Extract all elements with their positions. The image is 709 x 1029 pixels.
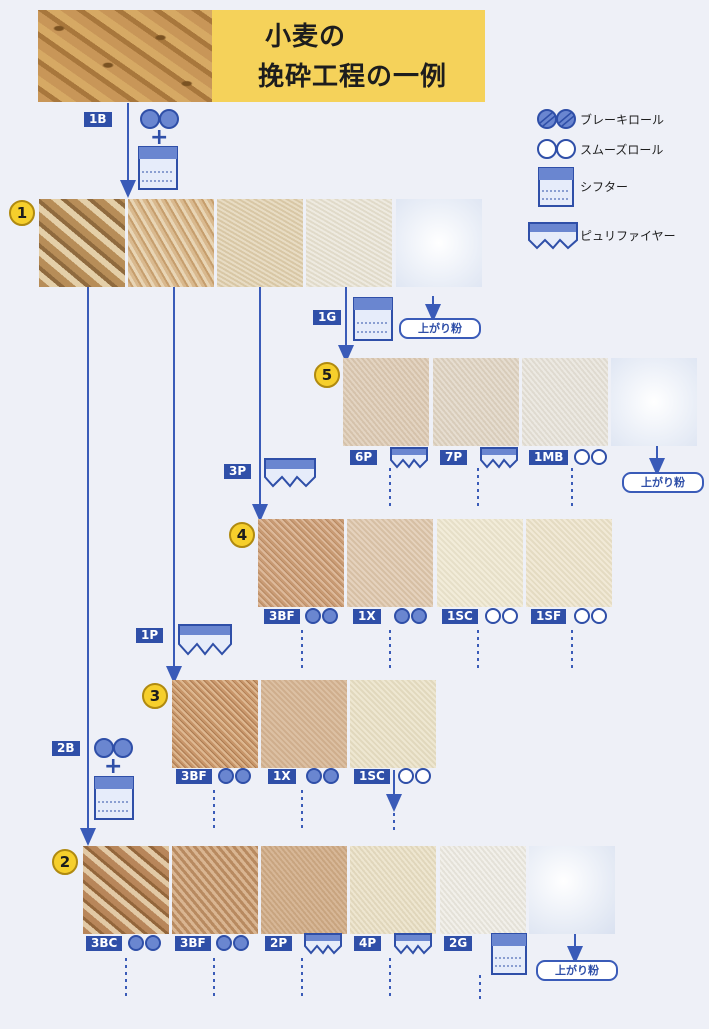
break-roll-icon <box>306 768 339 784</box>
stream-label-3BF: 3BF <box>175 936 211 951</box>
stage5-sample-1 <box>343 358 429 446</box>
stream-label-3P: 3P <box>224 464 252 479</box>
stream-label-1X: 1X <box>353 609 381 624</box>
stream-label-1SF: 1SF <box>531 609 567 624</box>
stage3-sample-3 <box>350 680 436 768</box>
smooth-roll-icon <box>574 449 607 465</box>
stage4-sample-3 <box>437 519 523 607</box>
purifier-icon <box>528 222 578 250</box>
stage1-sample-5 <box>396 199 482 287</box>
stream-label-3BF: 3BF <box>264 609 300 624</box>
stage-number-4: 4 <box>229 522 255 548</box>
stream-label-1SC: 1SC <box>442 609 478 624</box>
finished-flour-badge: 上がり粉 <box>622 472 704 493</box>
break-roll-icon <box>537 109 576 129</box>
plus-sign: + <box>104 754 123 779</box>
legend-sifter: シフター <box>580 180 629 194</box>
smooth-roll-icon <box>537 139 576 159</box>
stream-label-1X: 1X <box>268 769 296 784</box>
finished-flour-badge: 上がり粉 <box>399 318 481 339</box>
stream-label-7P: 7P <box>440 450 468 465</box>
sifter-icon <box>138 146 178 190</box>
break-roll-icon <box>218 768 251 784</box>
stage5-sample-3 <box>522 358 608 446</box>
break-roll-icon <box>394 608 427 624</box>
stream-label-3BC: 3BC <box>86 936 123 951</box>
purifier-icon <box>480 447 518 469</box>
stage-number-3: 3 <box>142 683 168 709</box>
title-banner <box>212 10 485 102</box>
break-roll-icon <box>140 109 179 129</box>
stream-label-2P: 2P <box>265 936 293 951</box>
stage3-sample-2 <box>261 680 347 768</box>
purifier-icon <box>390 447 428 469</box>
stage3-sample-1 <box>172 680 258 768</box>
stream-label-1MB: 1MB <box>529 450 569 465</box>
stream-label-4P: 4P <box>354 936 382 951</box>
stage1-sample-2 <box>128 199 214 287</box>
purifier-icon <box>264 458 316 488</box>
stream-label-1B: 1B <box>84 112 112 127</box>
title-line-1: 小麦の <box>265 22 347 52</box>
break-roll-icon <box>94 738 133 758</box>
break-roll-icon <box>305 608 338 624</box>
legend-break-roll: ブレーキロール <box>580 113 665 127</box>
stage2-sample-6 <box>529 846 615 934</box>
smooth-roll-icon <box>398 768 431 784</box>
stage1-sample-3 <box>217 199 303 287</box>
stage2-sample-4 <box>350 846 436 934</box>
sifter-icon <box>353 297 393 341</box>
stage5-sample-2 <box>433 358 519 446</box>
stream-label-1G: 1G <box>313 310 342 325</box>
stage4-sample-2 <box>347 519 433 607</box>
sifter-icon <box>538 167 574 207</box>
legend-smooth-roll: スムーズロール <box>580 143 664 157</box>
stream-label-2B: 2B <box>52 741 80 756</box>
sifter-icon <box>491 933 527 975</box>
stage-number-2: 2 <box>52 849 78 875</box>
wheat-grain-photo <box>38 10 213 102</box>
stage4-sample-1 <box>258 519 344 607</box>
purifier-icon <box>394 933 432 955</box>
stage1-sample-4 <box>306 199 392 287</box>
stage4-sample-4 <box>526 519 612 607</box>
stage2-sample-2 <box>172 846 258 934</box>
stage-number-5: 5 <box>314 362 340 388</box>
stage-number-1: 1 <box>9 200 35 226</box>
stage2-sample-3 <box>261 846 347 934</box>
smooth-roll-icon <box>485 608 518 624</box>
smooth-roll-icon <box>574 608 607 624</box>
stream-label-6P: 6P <box>350 450 378 465</box>
break-roll-icon <box>216 935 249 951</box>
stage2-sample-1 <box>83 846 169 934</box>
stream-label-1P: 1P <box>136 628 164 643</box>
break-roll-icon <box>128 935 161 951</box>
legend-purifier: ピュリファイヤー <box>580 229 676 243</box>
purifier-icon <box>304 933 342 955</box>
finished-flour-badge: 上がり粉 <box>536 960 618 981</box>
sifter-icon <box>94 776 134 820</box>
stream-label-1SC: 1SC <box>354 769 390 784</box>
stream-label-3BF: 3BF <box>176 769 212 784</box>
plus-sign: + <box>150 125 169 150</box>
purifier-icon <box>178 624 232 656</box>
stage1-sample-1 <box>39 199 125 287</box>
stage2-sample-5 <box>440 846 526 934</box>
stream-label-2G: 2G <box>444 936 473 951</box>
stage5-sample-4 <box>611 358 697 446</box>
title-line-2: 挽砕工程の一例 <box>258 62 448 92</box>
